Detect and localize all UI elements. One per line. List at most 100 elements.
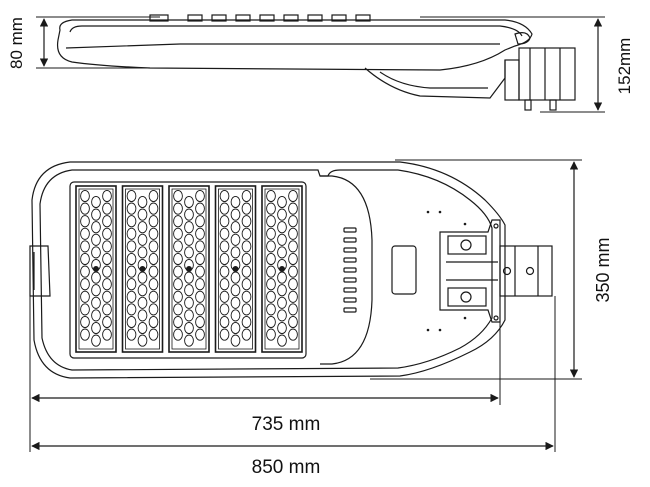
- led-lens: [241, 265, 252, 278]
- led-lens: [102, 265, 112, 278]
- led-lens: [91, 246, 101, 259]
- led-lens: [266, 202, 276, 215]
- led-lens: [241, 328, 252, 341]
- led-lens: [184, 208, 194, 221]
- led-lens: [126, 240, 137, 253]
- dim-side-height: 80 mm: [7, 17, 49, 69]
- led-lens: [80, 215, 90, 228]
- led-lens: [173, 328, 183, 341]
- led-lens: [230, 296, 241, 309]
- led-lens: [219, 189, 230, 203]
- led-lens: [91, 233, 101, 246]
- side-bolt-left: [524, 99, 532, 111]
- led-lens: [137, 246, 148, 259]
- led-lens: [102, 290, 112, 303]
- led-lens: [277, 296, 287, 309]
- led-lens: [195, 290, 205, 303]
- led-lens: [102, 315, 112, 329]
- led-lens: [266, 328, 276, 341]
- led-lens: [219, 328, 230, 341]
- led-lens: [126, 189, 137, 203]
- led-lens: [137, 208, 148, 221]
- led-lens: [102, 227, 112, 240]
- led-module: [168, 185, 210, 353]
- top-inner-outline: [39, 169, 493, 371]
- top-driver-cover: [320, 175, 373, 365]
- led-module-screw: [186, 266, 192, 272]
- led-lens: [80, 189, 90, 203]
- led-lens: [241, 215, 252, 228]
- led-lens: [277, 284, 287, 297]
- led-lens: [80, 202, 90, 215]
- led-lens: [173, 215, 183, 228]
- led-lens: [184, 296, 194, 309]
- led-lens: [137, 233, 148, 246]
- led-lens: [148, 252, 159, 266]
- led-lens: [137, 321, 148, 335]
- led-lens: [91, 271, 101, 284]
- side-inner-contour: [69, 25, 523, 37]
- led-lens: [241, 202, 252, 215]
- led-lens: [184, 284, 194, 297]
- led-lens: [102, 328, 112, 341]
- led-lens: [184, 271, 194, 284]
- led-lens: [277, 221, 287, 234]
- led-lens: [230, 208, 241, 221]
- vent-slots: [343, 227, 357, 313]
- dim-top-width-label: 350 mm: [593, 237, 613, 302]
- led-lens: [266, 240, 276, 253]
- side-view: [36, 14, 605, 113]
- led-lens: [80, 290, 90, 303]
- led-lens: [91, 309, 101, 322]
- led-lens: [91, 195, 101, 209]
- led-lens: [266, 303, 276, 316]
- led-lens: [195, 202, 205, 215]
- led-lens: [230, 321, 241, 335]
- dim-body-length: 735 mm: [31, 393, 499, 435]
- led-lens: [184, 321, 194, 335]
- side-bracket-plate: [504, 59, 520, 101]
- led-lens: [126, 290, 137, 303]
- led-lens: [219, 252, 230, 266]
- led-module-screw: [232, 266, 239, 272]
- top-pole-clamp: [499, 245, 553, 297]
- led-lens: [102, 189, 112, 203]
- led-lens: [266, 227, 276, 240]
- led-lens: [266, 215, 276, 228]
- led-lens: [266, 290, 276, 303]
- led-lens: [126, 328, 137, 341]
- led-lens: [184, 309, 194, 322]
- led-lens: [148, 328, 159, 341]
- led-lens: [80, 265, 90, 278]
- led-lens: [230, 334, 241, 347]
- led-lens: [148, 240, 159, 253]
- top-view: [29, 159, 582, 452]
- led-lens: [173, 303, 183, 316]
- led-lens: [266, 278, 276, 291]
- dim-side-height-label: 80 mm: [7, 17, 26, 69]
- led-lens: [195, 189, 205, 203]
- led-lens: [195, 328, 205, 341]
- led-lens: [91, 321, 101, 335]
- led-lens: [126, 265, 137, 278]
- led-lens: [173, 278, 183, 291]
- led-panel-frame: [69, 181, 307, 359]
- led-lens: [195, 265, 205, 278]
- led-lens: [241, 315, 252, 329]
- top-clamp-upper: [447, 235, 487, 255]
- led-lens: [288, 215, 298, 228]
- led-lens: [137, 271, 148, 284]
- led-lens: [80, 315, 90, 329]
- led-lens: [80, 303, 90, 316]
- led-lens: [288, 202, 298, 215]
- led-lens: [195, 315, 205, 329]
- led-lens: [288, 290, 298, 303]
- led-lens: [230, 195, 241, 209]
- side-fins: [149, 14, 371, 22]
- led-lens: [91, 208, 101, 221]
- led-lens: [241, 290, 252, 303]
- led-lens: [219, 315, 230, 329]
- led-lens: [230, 309, 241, 322]
- led-lens: [288, 252, 298, 266]
